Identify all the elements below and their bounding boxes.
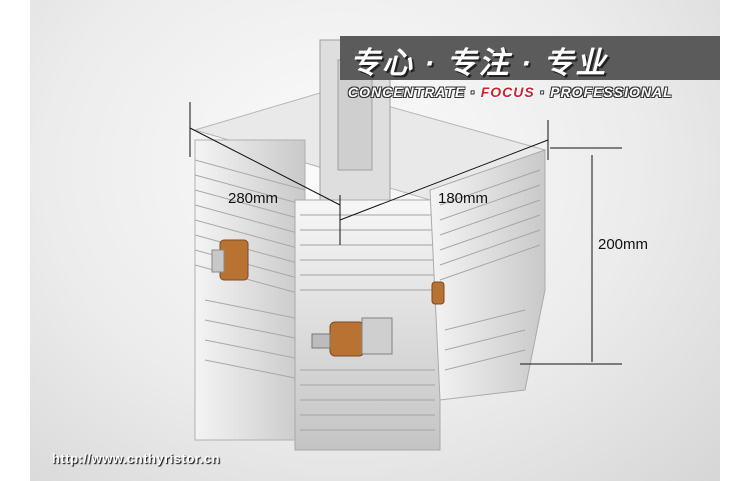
left-fin-stack: [194, 139, 306, 441]
dimension-width-label: 180mm: [438, 190, 489, 207]
website-url[interactable]: http://www.cnthyristor.cn: [52, 451, 221, 466]
banner-title: 专心 · 专注 · 专业: [350, 47, 608, 80]
banner-slogan: CONCENTRATE · FOCUS · PROFESSIONAL: [348, 84, 673, 100]
dimension-length-label: 280mm: [228, 190, 279, 207]
right-fin-stack: [429, 149, 546, 401]
slogan-banner: [340, 36, 720, 80]
copper-terminals: [211, 239, 445, 357]
slogan-left: CONCENTRATE ·: [348, 84, 481, 100]
dimension-height-label: 200mm: [598, 236, 649, 253]
dimension-lines: [189, 102, 622, 365]
slogan-focus: FOCUS: [480, 84, 535, 100]
slogan-right: · PROFESSIONAL: [534, 84, 673, 100]
